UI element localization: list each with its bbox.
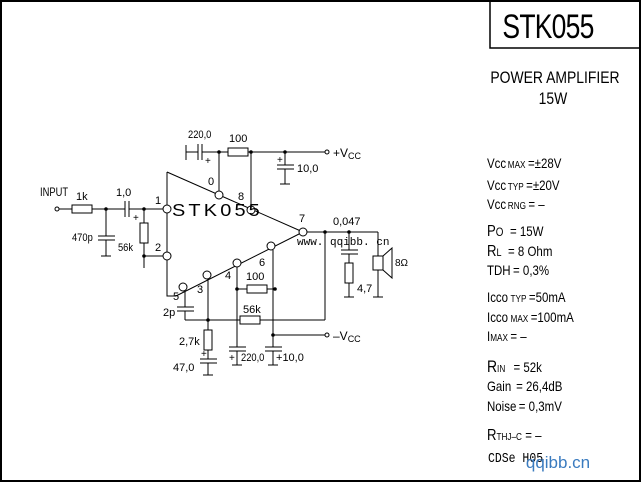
pin-4 — [232, 258, 242, 268]
label-c-couple: 1,0 — [116, 187, 131, 199]
pin-label-0: 0 — [208, 176, 214, 188]
supply-pos-label: +VCC — [333, 146, 362, 161]
pin-3 — [202, 270, 212, 280]
label-speaker: 8Ω — [395, 258, 409, 269]
resistor-2-7k — [203, 329, 213, 351]
pin-6 — [266, 241, 276, 251]
spec-rthj: RTHJ–C= – — [487, 427, 542, 444]
pin-label-3: 3 — [197, 284, 203, 296]
pin-label-7: 7 — [299, 213, 305, 225]
svg-text:RTHJ–C= –: RTHJ–C= – — [487, 427, 542, 444]
spec-po: PO= 15W — [487, 223, 544, 240]
pin-label-5: 5 — [173, 291, 179, 303]
label-c-boot: 220,0 — [188, 129, 212, 141]
label-c-in-shunt: 470p — [72, 232, 93, 244]
svg-text:CDSe H05: CDSe H05 — [488, 450, 543, 466]
spec-tdh: TDH= 0,3% — [487, 262, 549, 278]
input-terminal — [54, 206, 60, 212]
circuit — [54, 144, 393, 376]
watermark-inline: www. qqibb. cn — [297, 237, 389, 249]
svg-text:Gain= 26,4dB: Gain= 26,4dB — [487, 378, 562, 394]
label-r-zobel: 4,7 — [357, 283, 372, 295]
svg-text:+: + — [201, 349, 207, 360]
pin-label-4: 4 — [225, 270, 231, 282]
description-line2: 15W — [539, 90, 568, 109]
label-r-boot: 100 — [229, 133, 247, 145]
title-box — [489, 0, 641, 49]
vcc-neg-terminal — [324, 332, 330, 338]
svg-text:Noise= 0,3mV: Noise= 0,3mV — [487, 398, 562, 414]
ic-body — [166, 172, 176, 297]
label-r-in: 1k — [76, 191, 88, 203]
svg-text:PO= 15W: PO= 15W — [487, 223, 544, 240]
resistor-56k-bias — [139, 222, 149, 244]
svg-text:RIN= 52k: RIN= 52k — [487, 358, 542, 377]
label-c-comp: 2p — [163, 307, 175, 319]
resistor-r-in — [71, 204, 93, 214]
svg-text:+: + — [277, 155, 283, 166]
resistor-100-boot — [227, 147, 249, 157]
spec-rl: RL= 8 Ohm — [487, 243, 552, 260]
pin-8 — [246, 205, 256, 215]
svg-text:IMAX= –: IMAX= – — [487, 328, 527, 344]
pin-2 — [162, 251, 172, 261]
label-c-gnd: 47,0 — [173, 362, 194, 374]
supply-neg-label: –VCC — [333, 329, 361, 344]
pin-label-6: 6 — [259, 257, 265, 269]
pin-label-8: 8 — [238, 191, 244, 203]
spec-gain: Gain= 26,4dB — [487, 378, 562, 394]
pin-5 — [178, 282, 188, 292]
input-label: INPUT — [40, 186, 68, 199]
resistor-100-fb — [246, 284, 268, 294]
vcc-pos-terminal — [324, 149, 330, 155]
label-r-fb: 100 — [246, 271, 264, 283]
svg-text:TDH= 0,3%: TDH= 0,3% — [487, 262, 549, 278]
pin-label-2: 2 — [155, 242, 161, 254]
svg-text:+: + — [205, 156, 211, 167]
watermark-site: qqibb.cn — [526, 453, 590, 472]
pin-7 — [298, 227, 308, 237]
resistor-zobel — [344, 262, 354, 284]
label-c-zobel: 0,047 — [333, 216, 361, 228]
label-r-fb2: 56k — [243, 304, 261, 316]
spec-imax: IMAX= – — [487, 328, 527, 344]
pin-label-1: 1 — [155, 195, 161, 207]
spec-rin: RIN= 52k — [487, 358, 542, 377]
spec-code: CDSe H05 — [488, 450, 543, 466]
pin-0 — [214, 190, 224, 200]
schematic-labels: INPUT 1k 470p 1,0 + 56k 1 2 220,0 + 100 … — [40, 129, 409, 374]
speaker-cone — [382, 246, 393, 280]
label-c-neg2: +10,0 — [276, 352, 304, 364]
pin-1 — [162, 204, 172, 214]
speaker-body — [372, 255, 384, 271]
label-r-bias: 56k — [118, 242, 134, 254]
resistor-56k-fb — [239, 315, 261, 325]
description-line1: POWER AMPLIFIER — [490, 69, 619, 88]
svg-text:+: + — [229, 353, 235, 364]
svg-text:RL= 8 Ohm: RL= 8 Ohm — [487, 243, 552, 260]
ic-label: STK055 — [172, 200, 263, 219]
label-c-neg1: 220,0 — [241, 352, 265, 364]
part-number: STK055 — [502, 8, 593, 46]
label-c-pos: 10,0 — [297, 163, 318, 175]
spec-noise: Noise= 0,3mV — [487, 398, 562, 414]
label-r-gnd: 2,7k — [179, 336, 200, 348]
svg-text:+: + — [133, 213, 139, 224]
